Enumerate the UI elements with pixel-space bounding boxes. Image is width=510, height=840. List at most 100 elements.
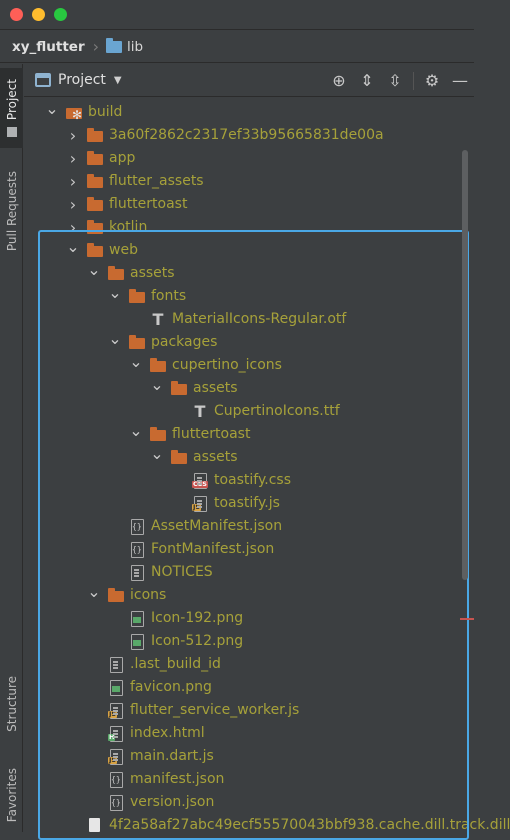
tree-item-label: manifest.json: [130, 771, 225, 787]
tree-folder-row[interactable]: ⌄icons: [24, 581, 474, 607]
tree-file-row[interactable]: JS main.dart.js: [24, 745, 474, 768]
chevron-down-icon[interactable]: ▼: [113, 74, 122, 86]
tree-item-label: 4f2a58af27abc49ecf55570043bbf938.cache.d…: [109, 817, 510, 833]
toolbar-divider: [413, 71, 414, 90]
tree-item-label: main.dart.js: [130, 748, 214, 764]
breadcrumb-separator-icon: ›: [92, 37, 100, 56]
tree-file-row[interactable]: 4f2a58af27abc49ecf55570043bbf938.cache.d…: [24, 814, 510, 837]
gear-icon[interactable]: ⚙: [424, 71, 440, 90]
tree-item-label: version.json: [130, 794, 215, 810]
css-file-icon: CSS: [192, 473, 208, 489]
tree-file-row[interactable]: NOTICES: [24, 561, 474, 584]
tree-folder-row[interactable]: ›flutter_assets: [24, 170, 474, 193]
vertical-scrollbar[interactable]: [462, 150, 468, 580]
file-icon: [87, 818, 103, 833]
tree-folder-row[interactable]: ⌄ web: [24, 236, 474, 262]
chevron-down-icon[interactable]: ⌄: [87, 259, 101, 279]
folder-icon: [87, 174, 103, 189]
image-file-icon: [129, 634, 145, 650]
tree-item-label: kotlin: [109, 219, 148, 235]
folder-icon: [87, 151, 103, 166]
folder-icon: [87, 128, 103, 143]
tree-item-label: MaterialIcons-Regular.otf: [172, 311, 347, 327]
chevron-down-icon[interactable]: ⌄: [66, 236, 80, 256]
chevron-right-icon[interactable]: ›: [69, 148, 77, 168]
collapse-all-icon[interactable]: ⇳: [388, 71, 402, 90]
tree-item-label: flutter_service_worker.js: [130, 702, 300, 718]
project-panel-header: Project ▼ ⊕ ⇕ ⇳ ⚙ —: [24, 64, 474, 97]
locate-icon[interactable]: ⊕: [332, 71, 346, 90]
folder-icon: [108, 588, 124, 603]
breadcrumb-project[interactable]: xy_flutter: [12, 38, 85, 55]
tool-tab-favorites[interactable]: Favorites: [0, 759, 23, 831]
tool-tab-label: Pull Requests: [4, 170, 19, 252]
folder-icon: [87, 220, 103, 235]
tree-item-label: assets: [193, 449, 238, 465]
tree-folder-row[interactable]: › app: [24, 147, 474, 170]
tree-folder-row[interactable]: ⌄cupertino_icons: [24, 351, 474, 377]
breadcrumb: xy_flutter › lib: [0, 31, 474, 63]
tree-file-row[interactable]: FontManifest.json: [24, 538, 474, 561]
tree-folder-row[interactable]: ⌄ build: [24, 98, 474, 124]
tree-item-label: app: [109, 150, 136, 166]
chevron-right-icon[interactable]: ›: [69, 194, 77, 214]
chevron-down-icon[interactable]: ⌄: [45, 98, 59, 118]
folder-icon: [171, 381, 187, 396]
chevron-down-icon[interactable]: ⌄: [108, 282, 122, 302]
chevron-down-icon[interactable]: ⌄: [87, 581, 101, 601]
tree-item-label: CupertinoIcons.ttf: [214, 403, 340, 419]
minimize-icon[interactable]: —: [452, 71, 468, 90]
chevron-right-icon[interactable]: ›: [69, 217, 77, 237]
folder-icon: [106, 37, 123, 53]
tool-tab-label: Structure: [4, 676, 19, 732]
file-type-badge: JS: [108, 756, 118, 764]
tree-folder-row[interactable]: ⌄packages: [24, 328, 474, 354]
tree-file-row[interactable]: Icon-512.png: [24, 630, 474, 653]
close-window-button[interactable]: [10, 8, 23, 21]
tree-item-label: toastify.js: [214, 495, 280, 511]
panel-toolbar: ⊕ ⇕ ⇳ ⚙ —: [325, 64, 474, 97]
tree-file-row[interactable]: AssetManifest.json: [24, 515, 474, 538]
tree-file-row[interactable]: Icon-192.png: [24, 607, 474, 630]
chevron-down-icon[interactable]: ⌄: [150, 443, 164, 463]
left-tool-strip: Project Pull Requests Structure Favorite…: [0, 64, 23, 832]
expand-all-icon[interactable]: ⇕: [360, 71, 374, 90]
chevron-down-icon[interactable]: ⌄: [129, 420, 143, 440]
tool-tab-structure[interactable]: Structure: [0, 664, 23, 744]
tree-folder-row[interactable]: ⌄fonts: [24, 282, 474, 308]
tree-folder-row[interactable]: ⌄ assets: [24, 443, 474, 469]
chevron-down-icon[interactable]: ⌄: [108, 328, 122, 348]
tree-folder-row[interactable]: ⌄assets: [24, 374, 474, 400]
tree-item-label: web: [109, 242, 138, 258]
tree-file-row[interactable]: version.json: [24, 791, 474, 814]
tree-file-row[interactable]: favicon.png: [24, 676, 474, 699]
tree-folder-row[interactable]: ›fluttertoast: [24, 193, 474, 216]
zoom-window-button[interactable]: [54, 8, 67, 21]
chevron-down-icon[interactable]: ⌄: [129, 351, 143, 371]
tree-folder-row[interactable]: ⌄fluttertoast: [24, 420, 474, 446]
tree-file-row[interactable]: manifest.json: [24, 768, 474, 791]
tree-item-label: assets: [130, 265, 175, 281]
chevron-down-icon[interactable]: ⌄: [150, 374, 164, 394]
minimize-window-button[interactable]: [32, 8, 45, 21]
js-file-icon: JS: [108, 749, 124, 765]
project-tree[interactable]: ⌄build›3a60f2862c2317ef33b95665831de00a›…: [24, 98, 510, 833]
tree-folder-row[interactable]: ⌄ assets: [24, 259, 474, 285]
tool-tab-pull-requests[interactable]: Pull Requests: [0, 156, 23, 266]
chevron-right-icon[interactable]: ›: [69, 125, 77, 145]
breadcrumb-lib[interactable]: lib: [127, 38, 144, 55]
project-view-selector[interactable]: Project: [58, 72, 106, 88]
tree-folder-row[interactable]: ›3a60f2862c2317ef33b95665831de00a: [24, 124, 474, 147]
tree-file-row[interactable]: .last_build_id: [24, 653, 474, 676]
tree-item-label: build: [88, 104, 123, 120]
tool-tab-project[interactable]: Project: [0, 68, 23, 148]
tree-item-label: favicon.png: [130, 679, 212, 695]
tree-folder-row[interactable]: › kotlin: [24, 216, 474, 239]
chevron-right-icon[interactable]: ›: [69, 171, 77, 191]
